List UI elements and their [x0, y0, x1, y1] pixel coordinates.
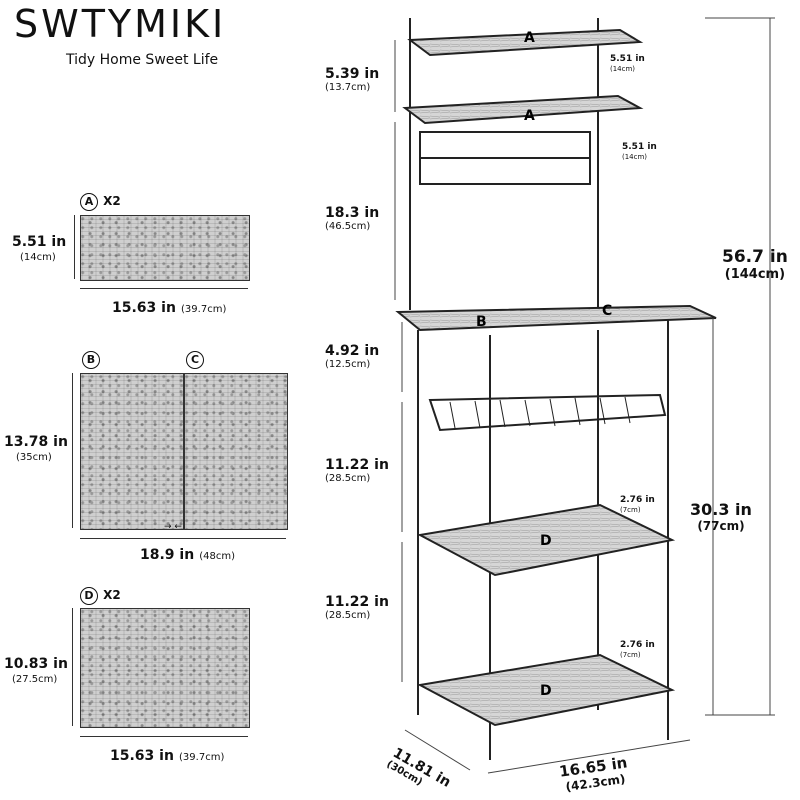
- brand-tagline: Tidy Home Sweet Life: [66, 52, 219, 68]
- brand-logo: SWTYMIKI: [14, 2, 227, 46]
- join-arrows-icon: → ←: [164, 522, 182, 532]
- panel-bc-width: 18.9 in: [140, 547, 195, 563]
- panel-bc-height-cm: (35cm): [16, 452, 52, 463]
- shelf-a-mid: [402, 94, 644, 125]
- panel-bc-height-line: [72, 373, 73, 528]
- panel-a-height: 5.51 in: [12, 234, 67, 250]
- panel-c-image: [184, 373, 288, 530]
- panel-d-header: D X2: [80, 584, 121, 605]
- badge-b: B: [82, 351, 100, 369]
- dim-left-5: 11.22 in (28.5cm): [325, 594, 389, 621]
- panel-d-width-line: [80, 736, 248, 737]
- panel-bc-width-line: [80, 538, 286, 539]
- panel-d-image: [80, 608, 250, 728]
- panel-b-image: [80, 373, 184, 530]
- panel-d-qty: X2: [103, 588, 121, 602]
- countertop-bc: [395, 304, 717, 332]
- panel-a-width: 15.63 in: [112, 300, 176, 316]
- panel-a-height-cm: (14cm): [20, 252, 56, 263]
- rack-label-b: B: [476, 314, 487, 330]
- panel-a-width-line: [80, 288, 248, 289]
- panel-d-height: 10.83 in: [4, 656, 68, 672]
- shelf-a-top: [407, 28, 644, 57]
- panel-bc-height: 13.78 in: [4, 434, 68, 450]
- shelf-d-upper: [416, 503, 676, 577]
- panel-d-height-line: [72, 608, 73, 726]
- rack-label-d-lower: D: [540, 683, 552, 699]
- dim-left-4: 11.22 in (28.5cm): [325, 457, 389, 484]
- dim-left-1: 5.39 in (13.7cm): [325, 66, 380, 93]
- panel-a-height-line: [74, 215, 75, 279]
- rack-label-a-top: A: [524, 30, 535, 46]
- shelf-d-lower: [416, 653, 676, 727]
- lip-height-1: 2.76 in (7cm): [620, 495, 655, 514]
- badge-c: C: [186, 351, 204, 369]
- panel-a-qty: X2: [103, 194, 121, 208]
- panel-a-header: A X2: [80, 190, 121, 211]
- dim-left-3: 4.92 in (12.5cm): [325, 343, 380, 370]
- lip-height-2: 2.76 in (7cm): [620, 640, 655, 659]
- shelf-depth-mid: 5.51 in (14cm): [622, 142, 657, 161]
- badge-b-wrap: B: [82, 348, 100, 369]
- rack-label-c: C: [602, 303, 612, 319]
- panel-bc-width-label: 18.9 in (48cm): [140, 544, 235, 563]
- shelf-depth-top: 5.51 in (14cm): [610, 54, 645, 73]
- panel-d-height-cm: (27.5cm): [12, 674, 58, 685]
- badge-d: D: [80, 587, 98, 605]
- panel-a-width-label: 15.63 in (39.7cm): [112, 297, 226, 316]
- badge-c-wrap: C: [186, 348, 204, 369]
- panel-d-width: 15.63 in: [110, 748, 174, 764]
- total-height-label: 56.7 in (144cm): [722, 247, 788, 282]
- panel-a-image: [80, 215, 250, 281]
- dim-left-2: 18.3 in (46.5cm): [325, 205, 380, 232]
- rack-label-d-upper: D: [540, 533, 552, 549]
- panel-a-width-cm: (39.7cm): [181, 304, 227, 315]
- wire-basket: [428, 393, 667, 432]
- panel-bc-width-cm: (48cm): [199, 551, 236, 562]
- panel-d-width-label: 15.63 in (39.7cm): [110, 745, 224, 764]
- panel-d-width-cm: (39.7cm): [179, 752, 225, 763]
- counter-height-label: 30.3 in (77cm): [690, 500, 752, 533]
- rack-label-a-mid: A: [524, 108, 535, 124]
- badge-a: A: [80, 193, 98, 211]
